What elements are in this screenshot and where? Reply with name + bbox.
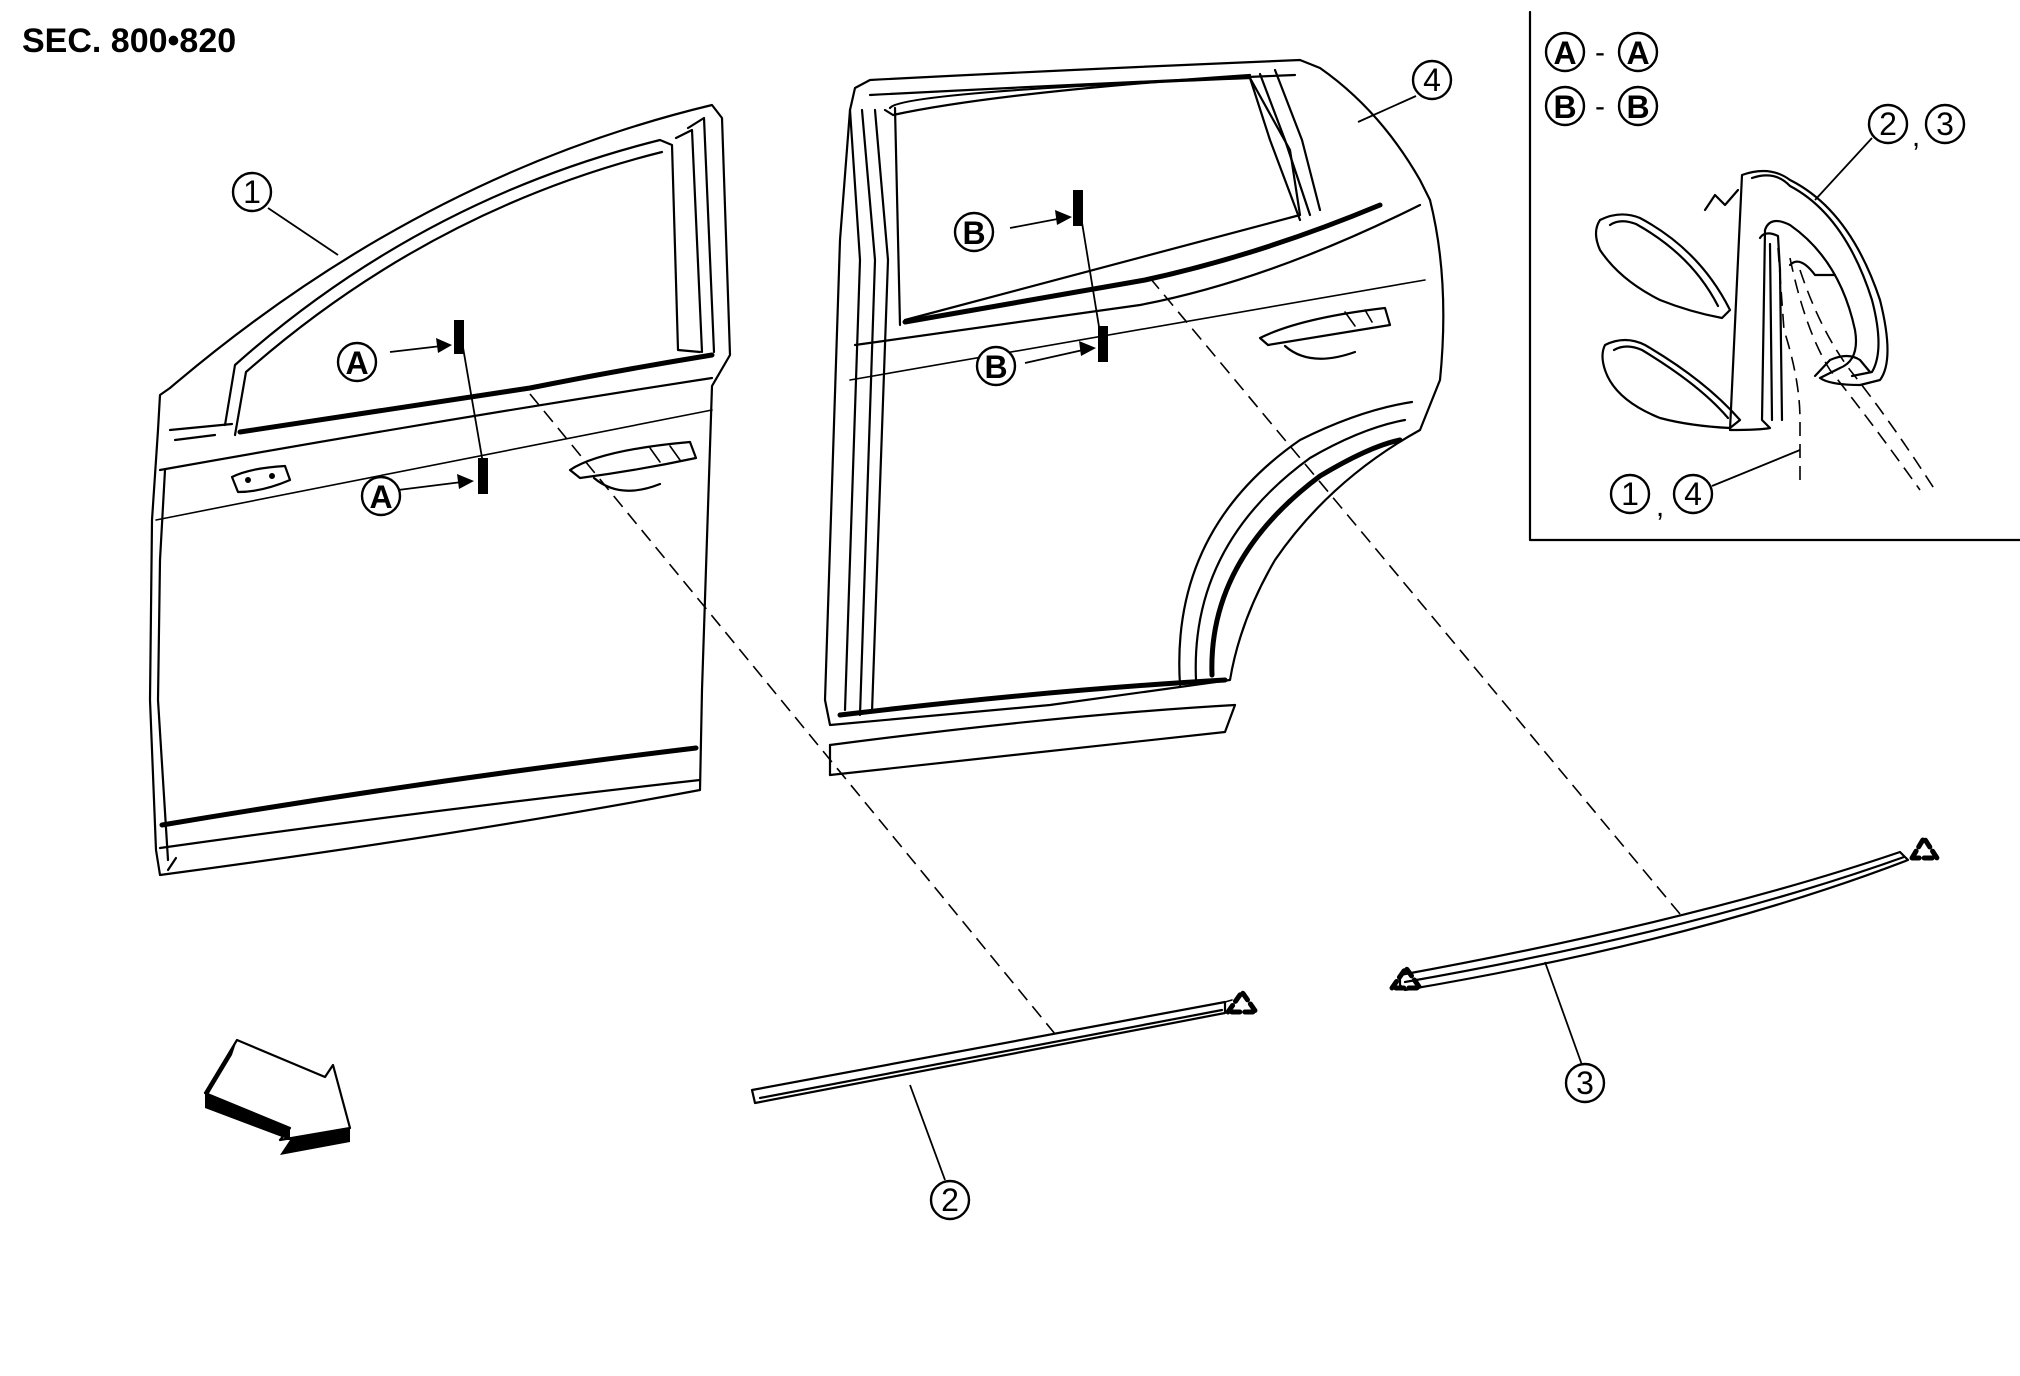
inset-section-a-a-label: A - A [1544,31,1659,73]
svg-text:A: A [369,479,392,515]
front-door-drawing [148,103,732,877]
section-a-callout-lower: A [360,475,402,517]
section-inset: A - A B - B 2 , 3 1 , 4 [1528,10,2020,542]
section-b-callout-upper: B [953,211,995,253]
svg-text:A: A [1626,35,1649,71]
svg-text:4: 4 [1423,62,1441,98]
inset-section-b-b-label: B - B [1544,85,1659,127]
section-a-markers [389,320,488,494]
callout-front-moulding: 2 [909,1084,971,1221]
rear-assembly-line [1149,277,1681,915]
clip-triangle-icon [1909,835,1940,861]
svg-text:2: 2 [941,1182,959,1218]
svg-text:,: , [1656,490,1664,523]
svg-text:1: 1 [243,174,261,210]
svg-text:B: B [984,349,1007,385]
svg-text:B: B [1553,89,1576,125]
svg-text:3: 3 [1576,1065,1594,1101]
svg-text:2: 2 [1879,106,1897,142]
rear-door-drawing [823,58,1445,777]
callout-front-door: 1 [231,171,339,256]
svg-text:3: 3 [1936,106,1954,142]
svg-text:1: 1 [1621,476,1639,512]
svg-text:B: B [1626,89,1649,125]
section-a-callout-upper: A [336,341,378,383]
callout-rear-door: 4 [1357,59,1453,123]
front-moulding-drawing [750,999,1233,1105]
clip-triangle-icon [1225,989,1259,1015]
svg-text:-: - [1595,90,1605,123]
svg-text:B: B [962,215,985,251]
moulding-cross-section [1594,169,1936,491]
section-label: SEC. 800•820 [22,22,236,60]
section-b-callout-lower: B [975,345,1017,387]
svg-text:A: A [345,345,368,381]
svg-text:,: , [1912,120,1920,153]
inset-door-labels: 1 , 4 [1609,449,1801,523]
front-assembly-line [529,393,1061,1041]
section-b-markers [1009,190,1108,364]
callout-rear-moulding: 3 [1544,961,1606,1104]
rear-moulding-drawing [1398,850,1910,992]
svg-text:A: A [1553,35,1576,71]
inset-moulding-labels: 2 , 3 [1814,103,1966,201]
clip-triangle-icon [1389,965,1423,991]
svg-text:-: - [1595,36,1605,69]
svg-text:4: 4 [1684,476,1702,512]
front-direction-arrow-icon [203,1038,352,1155]
